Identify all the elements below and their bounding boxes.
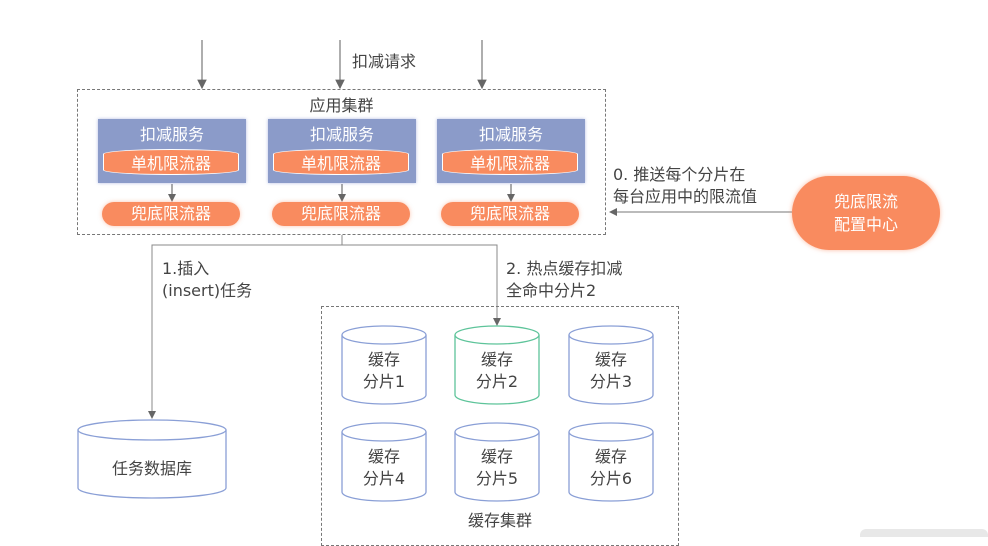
shard-line2: 分片6 (589, 469, 633, 488)
shard-line2: 分片3 (589, 372, 633, 391)
deduct-service-2[interactable]: 扣减服务 单机限流器 (268, 119, 416, 183)
deduct-service-1[interactable]: 扣减服务 单机限流器 (98, 119, 246, 183)
shard-line1: 缓存 (480, 350, 513, 369)
step2-line1: 2. 热点缓存扣减 (506, 259, 623, 278)
service-title: 扣减服务 (309, 125, 374, 144)
fallback-limiter-1[interactable]: 兜底限流器 (102, 202, 240, 226)
shard-line1: 缓存 (594, 350, 627, 369)
cache-shard-cylinder-3 (568, 325, 654, 405)
task-db-label: 任务数据库 (111, 459, 192, 478)
config-line1: 兜底限流 (833, 192, 898, 211)
cache-shard-cylinder-5 (454, 422, 540, 502)
step1-line1: 1.插入 (162, 259, 210, 278)
shard-line2: 分片1 (362, 372, 406, 391)
horizontal-scrollbar[interactable] (860, 529, 988, 537)
app-cluster-title: 应用集群 (309, 96, 374, 115)
local-limiter[interactable]: 单机限流器 (273, 149, 409, 175)
service-title: 扣减服务 (478, 125, 543, 144)
cache-cluster-title: 缓存集群 (467, 511, 532, 530)
step1-line2: (insert)任务 (162, 281, 253, 300)
cache-shard-cylinder-4 (341, 422, 427, 502)
request-label: 扣减请求 (352, 52, 417, 71)
shard-line1: 缓存 (480, 447, 513, 466)
step1-label: 1.插入 (insert)任务 (162, 258, 252, 302)
fallback-limiter-3[interactable]: 兜底限流器 (441, 202, 579, 226)
task-db-cylinder (77, 419, 227, 499)
cache-shard-3[interactable]: 缓存分片3 (569, 349, 653, 393)
cache-shard-4[interactable]: 缓存分片4 (342, 446, 426, 490)
shard-line2: 分片4 (362, 469, 406, 488)
cache-shard-2[interactable]: 缓存分片2 (455, 349, 539, 393)
shard-line1: 缓存 (367, 350, 400, 369)
hot-cache-arrow (342, 244, 501, 326)
fallback-config-center[interactable]: 兜底限流 配置中心 (792, 176, 940, 250)
step0-label: 0. 推送每个分片在 每台应用中的限流值 (613, 164, 757, 208)
cache-shard-5[interactable]: 缓存分片5 (455, 446, 539, 490)
shard-line1: 缓存 (367, 447, 400, 466)
local-limiter[interactable]: 单机限流器 (103, 149, 239, 175)
cache-shard-cylinder-6 (568, 422, 654, 502)
step2-line2: 全命中分片2 (506, 281, 597, 300)
cache-shard-6[interactable]: 缓存分片6 (569, 446, 653, 490)
cache-shard-cylinder-1 (341, 325, 427, 405)
shard-line1: 缓存 (594, 447, 627, 466)
config-line2: 配置中心 (833, 215, 898, 234)
cache-cluster: 缓存集群 (321, 306, 679, 546)
step0-line2: 每台应用中的限流值 (613, 187, 758, 206)
cache-shard-cylinder-2 (454, 325, 540, 405)
local-limiter[interactable]: 单机限流器 (442, 149, 578, 175)
deduct-service-3[interactable]: 扣减服务 单机限流器 (437, 119, 585, 183)
cache-shard-1[interactable]: 缓存分片1 (342, 349, 426, 393)
app-cluster: 应用集群 (77, 89, 606, 235)
fallback-limiter-2[interactable]: 兜底限流器 (272, 202, 410, 226)
step2-label: 2. 热点缓存扣减 全命中分片2 (506, 258, 622, 302)
shard-line2: 分片2 (475, 372, 519, 391)
service-title: 扣减服务 (139, 125, 204, 144)
insert-task-arrow (148, 244, 342, 419)
step0-line1: 0. 推送每个分片在 (613, 165, 746, 184)
shard-line2: 分片5 (475, 469, 519, 488)
